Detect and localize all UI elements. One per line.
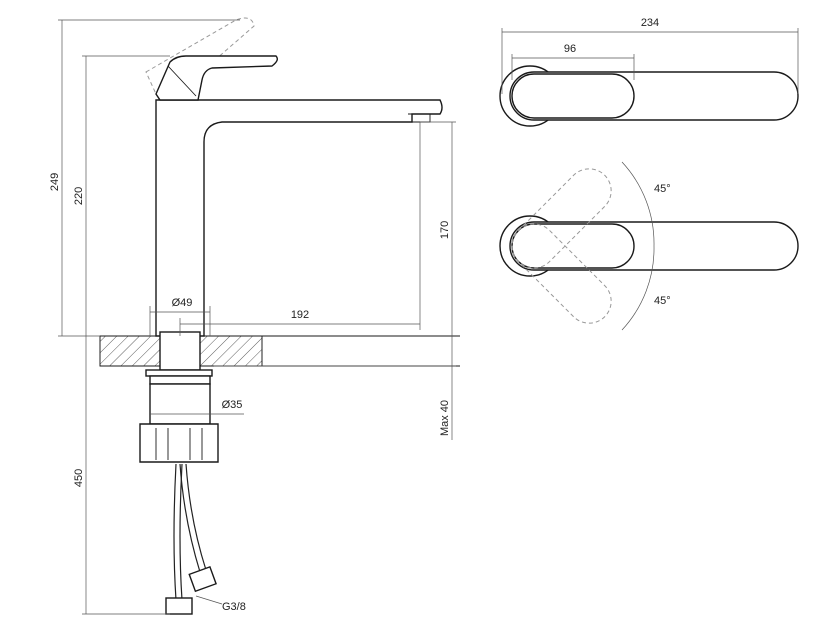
side-view: 249 220 170 Ø49 192 Ø35 Max 40 450 G3/8 bbox=[49, 17, 460, 615]
spout-aerator bbox=[408, 113, 431, 123]
countertop-right bbox=[199, 335, 263, 367]
dim-192-label: 192 bbox=[291, 309, 309, 321]
threaded-stud bbox=[149, 383, 211, 425]
lock-washer bbox=[145, 369, 213, 377]
top-view-upper: 234 96 bbox=[499, 17, 799, 127]
mounting-shank bbox=[159, 331, 201, 371]
dim-g38-label: G3/8 bbox=[222, 601, 246, 613]
hose-nut-left bbox=[165, 597, 193, 615]
handle-seam bbox=[167, 65, 197, 97]
dim-220-label: 220 bbox=[73, 187, 85, 205]
mounting-nut bbox=[139, 423, 219, 463]
dim-d49-label: Ø49 bbox=[172, 297, 193, 309]
lever-handle bbox=[155, 55, 279, 101]
rot-label-down: 45° bbox=[654, 295, 671, 307]
rot-arc-down bbox=[621, 245, 655, 331]
hose-nut-right bbox=[188, 565, 217, 593]
hose-right bbox=[179, 463, 201, 573]
rot-arc-up bbox=[621, 161, 655, 247]
rot-label-up: 45° bbox=[654, 183, 671, 195]
rot-ghost-handle-down bbox=[511, 223, 612, 324]
countertop-left bbox=[99, 335, 161, 367]
handle-ghost-outline bbox=[145, 17, 255, 95]
dim-g38-leader bbox=[195, 595, 223, 605]
dim-96-label: 96 bbox=[564, 43, 576, 55]
top-handle-oval bbox=[511, 73, 635, 119]
lock-ring bbox=[149, 375, 211, 385]
dim-249-label: 249 bbox=[49, 173, 61, 191]
dim-170-label: 170 bbox=[439, 221, 451, 239]
dim-450-label: 450 bbox=[73, 469, 85, 487]
dim-max40-label: Max 40 bbox=[439, 400, 451, 436]
hose-right-2 bbox=[185, 463, 207, 571]
dim-d35-label: Ø35 bbox=[222, 399, 243, 411]
hose-left bbox=[173, 463, 177, 601]
dim-234-label: 234 bbox=[641, 17, 659, 29]
rot-handle-oval bbox=[511, 223, 635, 269]
top-view-lower: 45° 45° bbox=[499, 161, 799, 331]
faucet-body bbox=[155, 99, 443, 337]
